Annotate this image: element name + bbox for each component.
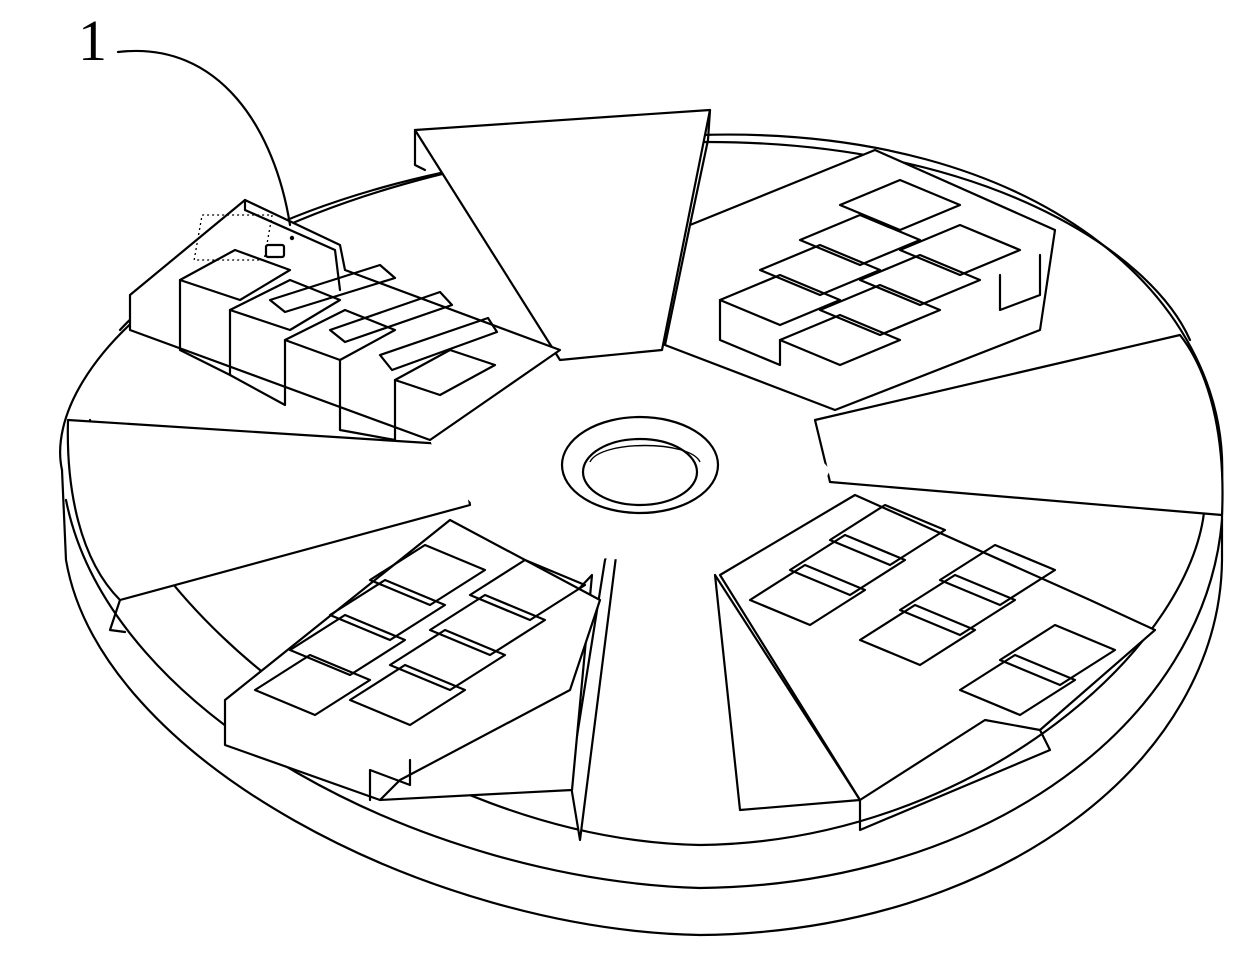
grid-block-top-right (663, 148, 1057, 412)
blade-top (413, 108, 712, 362)
component-chip (264, 243, 286, 259)
center-hub (430, 412, 830, 560)
grid-block-bottom-left (223, 518, 602, 802)
callout-1: 1 (78, 8, 292, 227)
grid-block-bottom-right (718, 493, 1157, 832)
grid-block-top-left (128, 198, 562, 442)
reference-numeral-1: 1 (78, 8, 107, 73)
blade-bottom-right (713, 573, 862, 812)
leader-line (116, 49, 292, 227)
blade-right (813, 333, 1224, 517)
